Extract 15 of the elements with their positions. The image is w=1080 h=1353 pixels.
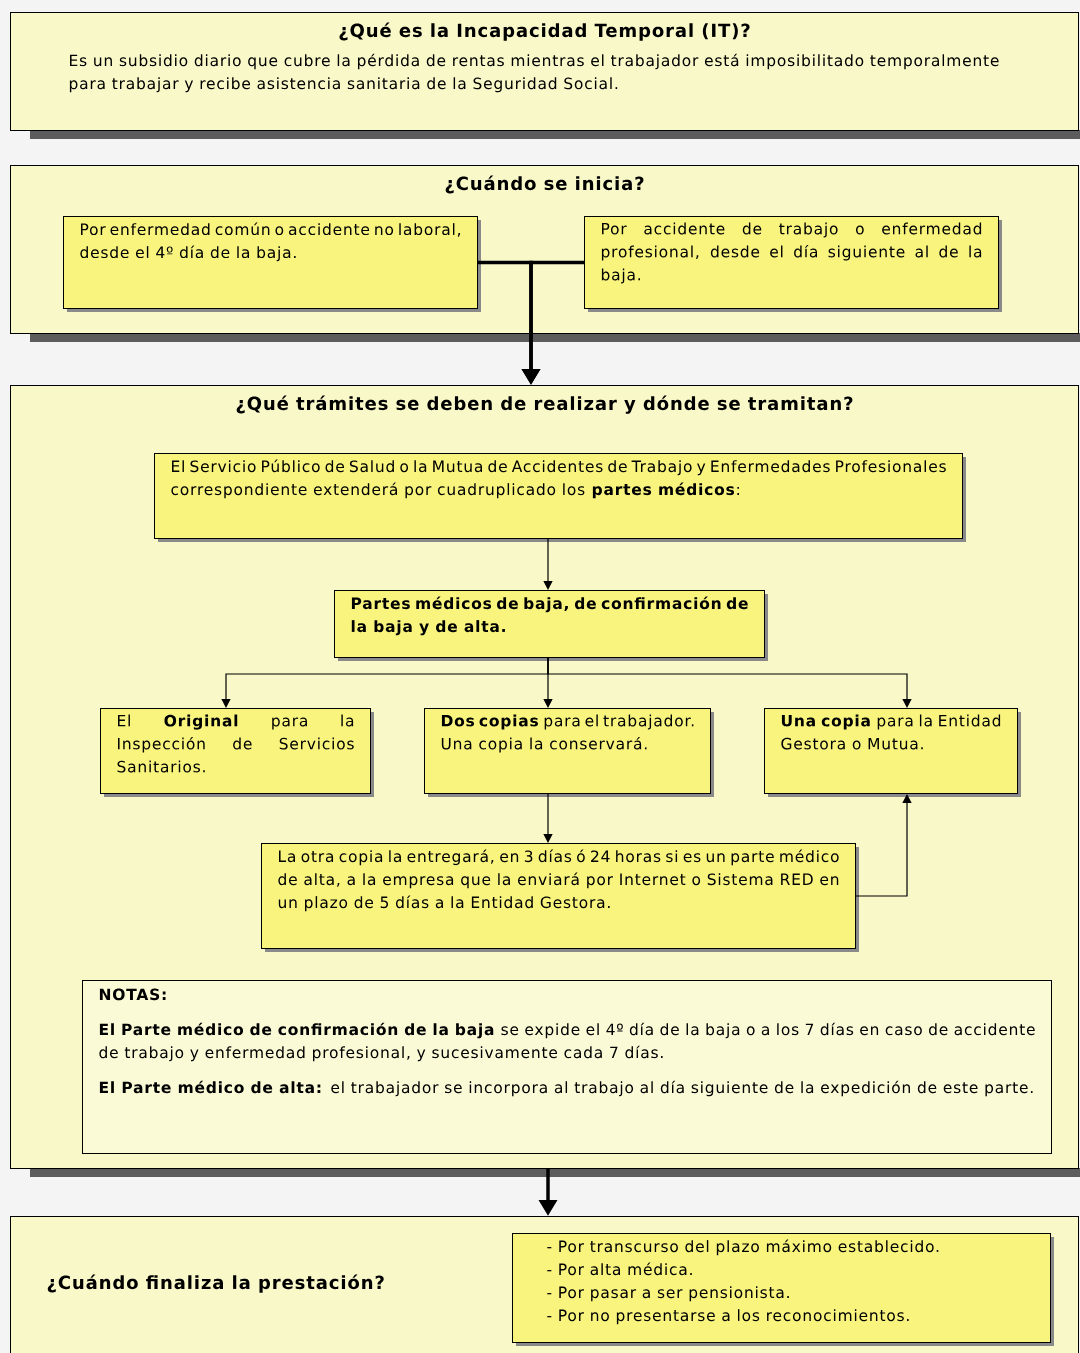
process-box: Una copia para la Entidad Gestora o Mutua.: [764, 708, 1021, 797]
arrow: [543, 793, 553, 843]
process-box: Partes médicos de baja, de confirmación de la baja y de alta.: [334, 590, 768, 661]
process-box: Por accidente de trabajo o enfermedad profesional, desde el día siguiente al de la baja.: [584, 216, 1002, 312]
arrow: [543, 538, 553, 590]
process-box: La otra copia la entregará, en 3 días ó 24 horas si es un parte médico de alta, a la empresa que la enviará por Internet o Sistema RED en un plazo de 5 días a la Entidad Gestora.: [261, 843, 859, 952]
list-box: - Por transcurso del plazo máximo establecido. - Por alta médica. - Por pasar a ser pensionista. - Por no presentarse a los reconocimientos.: [512, 1233, 1054, 1346]
process-box: Por enfermedad común o accidente no laboral, desde el 4º día de la baja.: [63, 216, 481, 312]
process-box: Dos copias para el trabajador. Una copia la conservará.: [424, 708, 714, 797]
arrow: [547, 657, 912, 708]
section-panel: ¿Qué es la Incapacidad Temporal (IT)? Es un subsidio diario que cubre la pérdida de rentas mientras el trabajador está imposibilitado temporalmente para trabajar y recibe asistencia sanitaria de la Seguridad Social.: [10, 12, 1080, 139]
notes-box: NOTAS: El Parte médico de confirmación de la baja se expide el 4º día de la baja o a los 7 días en caso de accidente de trabajo y enfermedad profesional, y sucesivamente cada 7 días. El Parte médico de alta: el trabajador se incorpora al trabajo al día siguiente de la expedición de este parte.: [82, 980, 1052, 1154]
arrow: [855, 794, 912, 897]
process-box: El Servicio Público de Salud o la Mutua de Accidentes de Trabajo y Enfermedades Profesionales correspondiente extenderá por cuadruplicado los partes médicos:: [154, 453, 966, 542]
process-box: El Original para la Inspección de Servicios Sanitarios.: [100, 708, 374, 797]
